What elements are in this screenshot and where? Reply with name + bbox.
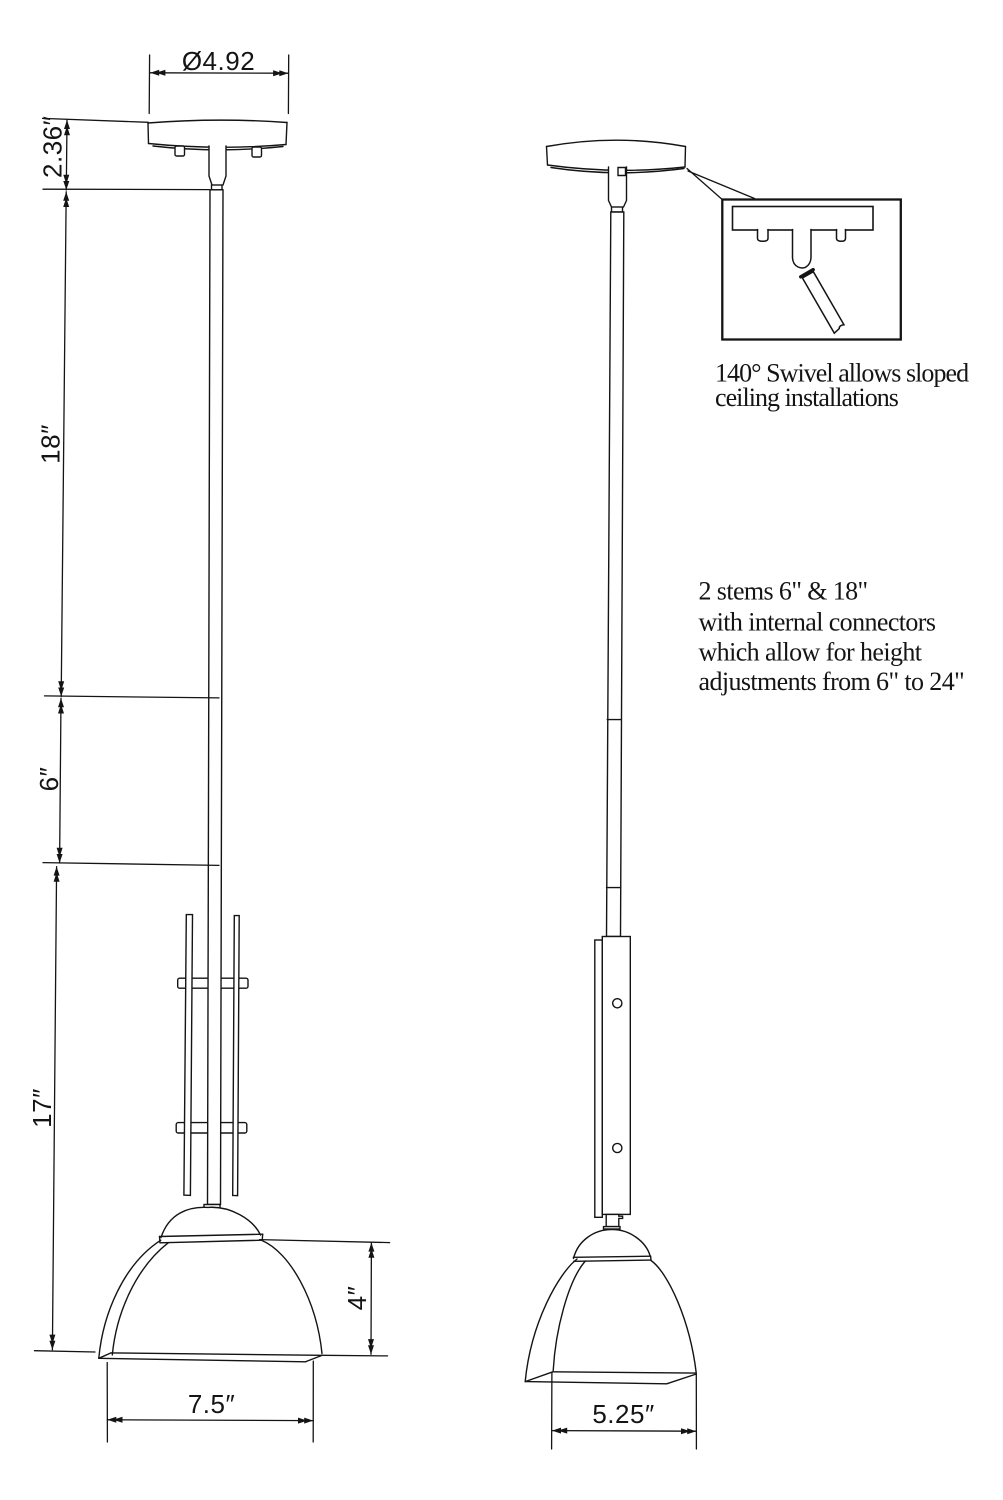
svg-text:18″: 18″ xyxy=(36,424,66,464)
svg-text:140° Swivel allows sloped: 140° Swivel allows sloped xyxy=(715,359,969,388)
svg-text:Ø4.92: Ø4.92 xyxy=(182,46,255,76)
svg-text:2 stems 6" & 18": 2 stems 6" & 18" xyxy=(699,577,868,606)
svg-text:ceiling installations: ceiling installations xyxy=(715,383,899,412)
svg-text:with internal connectors: with internal connectors xyxy=(699,608,936,637)
svg-text:17″: 17″ xyxy=(27,1088,57,1128)
svg-text:adjustments from 6" to 24": adjustments from 6" to 24" xyxy=(699,667,965,696)
svg-text:which allow for height: which allow for height xyxy=(699,638,923,667)
svg-text:4″: 4″ xyxy=(342,1286,372,1311)
svg-text:2.36″: 2.36″ xyxy=(38,116,68,178)
svg-text:7.5″: 7.5″ xyxy=(188,1389,235,1419)
svg-text:6″: 6″ xyxy=(34,767,64,792)
svg-text:5.25″: 5.25″ xyxy=(592,1399,654,1429)
